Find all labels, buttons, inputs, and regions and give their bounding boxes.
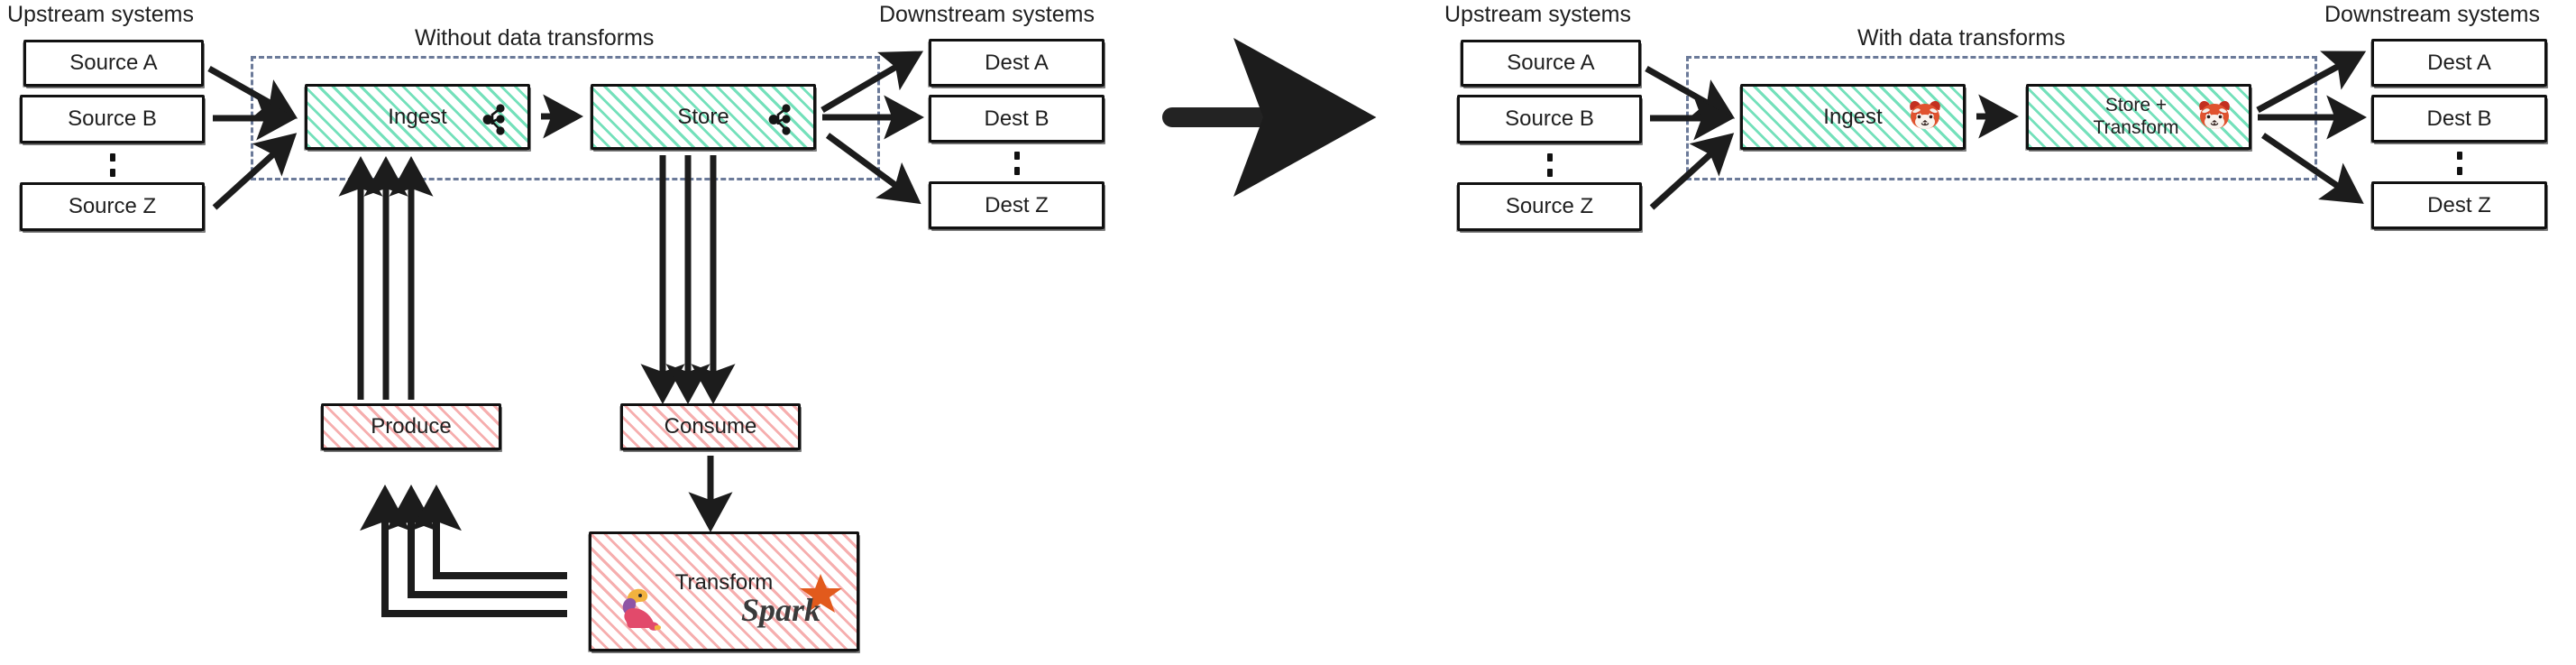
arrow-left-transform-produce-3: [411, 485, 567, 579]
right-dest-a: Dest A: [2371, 39, 2547, 87]
right-dest-b: Dest B: [2371, 95, 2547, 143]
right-ingest-label: Ingest: [1823, 104, 1883, 129]
left-produce-box: Produce: [321, 403, 501, 450]
right-store-transform-box: Store + Transform: [2026, 84, 2251, 150]
left-downstream-header: Downstream systems: [879, 2, 1095, 27]
left-transform-label: Transform: [674, 570, 774, 595]
redpanda-icon: [1905, 97, 1945, 138]
left-consume-box: Consume: [620, 403, 801, 450]
right-source-b-label: Source B: [1505, 106, 1594, 132]
left-ingest-box: Ingest: [305, 84, 530, 150]
right-dest-z-label: Dest Z: [2427, 192, 2491, 217]
left-dest-z-label: Dest Z: [985, 192, 1049, 217]
right-source-a-label: Source A: [1507, 51, 1595, 76]
right-store-transform-label: Store + Transform: [2093, 95, 2179, 138]
apache-spark-icon: Spark: [738, 572, 844, 636]
right-source-z-label: Source Z: [1505, 194, 1594, 219]
left-source-a-label: Source A: [69, 51, 158, 76]
right-source-a: Source A: [1461, 40, 1641, 87]
right-panel-title: With data transforms: [1857, 25, 2066, 51]
right-source-b: Source B: [1457, 95, 1642, 143]
left-dest-b: Dest B: [929, 95, 1105, 143]
right-ingest-box: Ingest: [1740, 84, 1966, 150]
left-transform-box: Transform Spark: [589, 531, 859, 651]
right-dest-a-label: Dest A: [2427, 50, 2491, 75]
svg-text:Spark: Spark: [741, 592, 820, 628]
left-source-a: Source A: [23, 40, 204, 87]
apache-flink-icon: [613, 579, 669, 640]
arrow-left-transform-produce-2: [386, 485, 567, 598]
arrow-left-transform-produce-1: [360, 485, 567, 617]
left-dest-z: Dest Z: [929, 181, 1105, 229]
apache-kafka-icon: [763, 102, 793, 143]
right-dest-b-label: Dest B: [2426, 106, 2492, 131]
right-dest-z: Dest Z: [2371, 181, 2547, 229]
left-source-b-label: Source B: [68, 106, 157, 132]
right-source-z: Source Z: [1457, 182, 1642, 231]
left-dest-a-label: Dest A: [985, 50, 1049, 75]
redpanda-icon: [2195, 97, 2234, 138]
left-panel-title: Without data transforms: [415, 25, 655, 51]
left-dest-b-label: Dest B: [984, 106, 1050, 131]
left-ingest-label: Ingest: [388, 104, 447, 129]
left-dest-a: Dest A: [929, 39, 1105, 87]
left-source-z: Source Z: [20, 182, 205, 231]
right-downstream-header: Downstream systems: [2324, 2, 2540, 27]
left-source-z-label: Source Z: [68, 194, 157, 219]
left-store-box: Store: [591, 84, 816, 150]
right-upstream-header: Upstream systems: [1444, 2, 1631, 27]
left-upstream-header: Upstream systems: [7, 2, 194, 27]
left-source-b: Source B: [20, 95, 205, 143]
left-store-label: Store: [677, 104, 729, 129]
left-consume-label: Consume: [664, 414, 757, 439]
left-produce-label: Produce: [371, 414, 452, 439]
apache-kafka-icon: [477, 102, 508, 143]
